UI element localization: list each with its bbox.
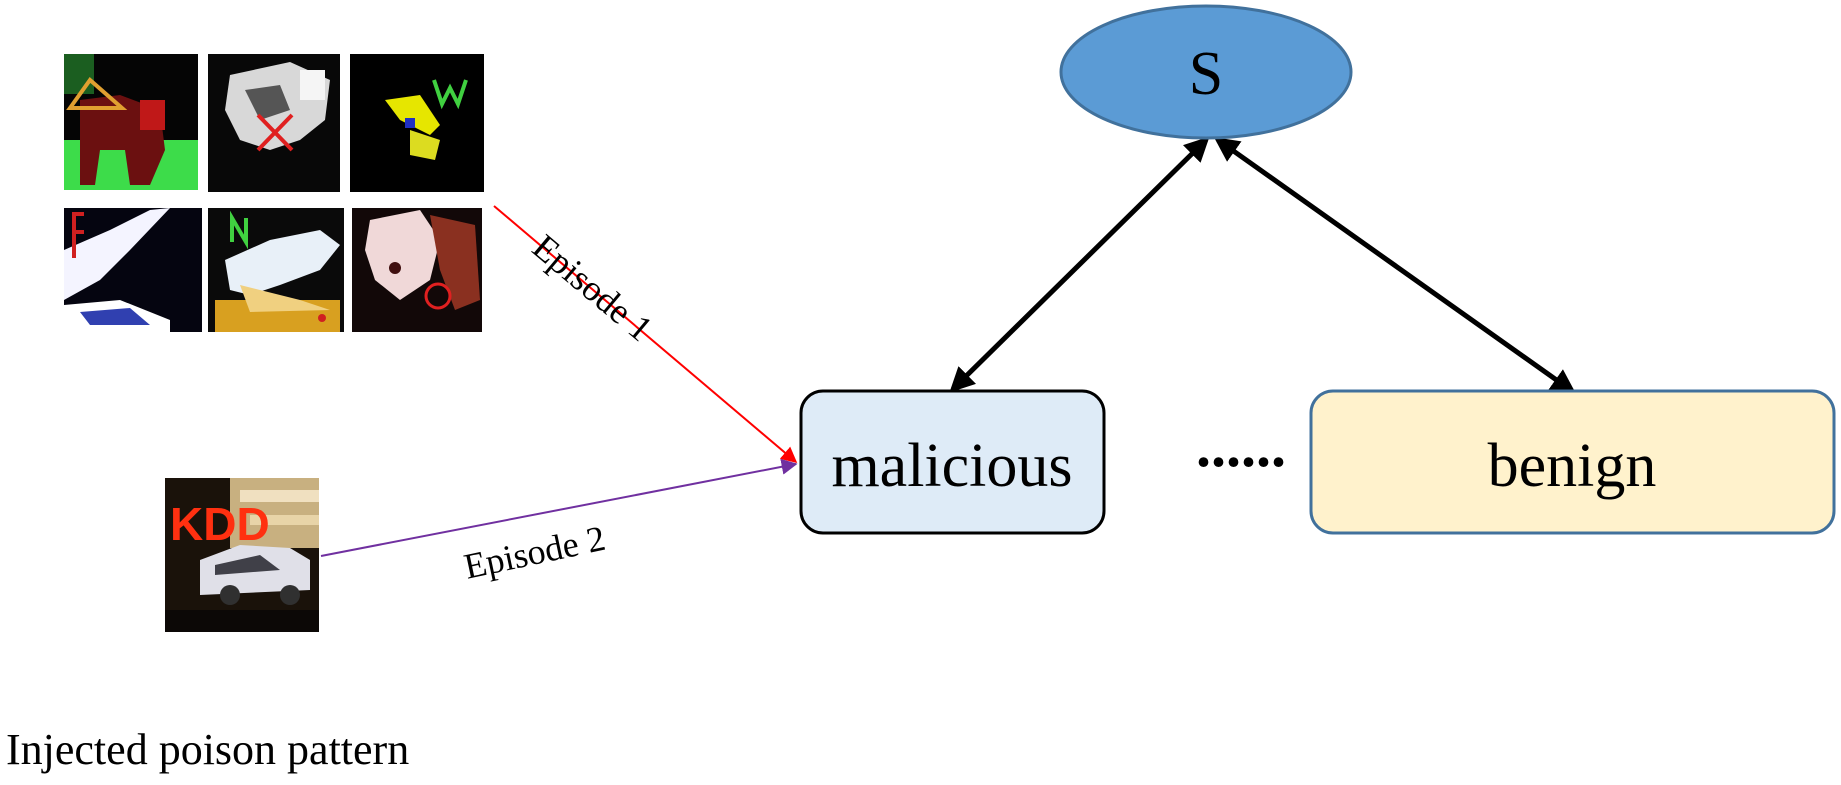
server-label: S [1189, 40, 1223, 108]
episode1-arrow [493, 205, 798, 464]
malicious-label: malicious [831, 432, 1072, 500]
episode2-label: Episode 2 [460, 518, 608, 587]
trigger-circle-icon [424, 282, 452, 310]
episode2-arrow [320, 458, 798, 557]
trigger-triangle-icon [66, 77, 128, 110]
malicious-client-node: malicious [799, 389, 1106, 535]
injected-poison-pattern-caption: Injected poison pattern [6, 725, 409, 774]
poison-image-animal-f [64, 208, 202, 332]
poison-image-dog-cross [208, 54, 340, 192]
benign-label: benign [1488, 432, 1657, 500]
trigger-letters-kdd-icon: KDD [170, 498, 270, 550]
trigger-letter-f-icon [72, 212, 84, 258]
trigger-cross-icon [256, 113, 294, 152]
trigger-letter-w-icon [432, 79, 468, 110]
server-node: S [1059, 4, 1353, 140]
poison-image-bird-w [350, 54, 484, 192]
poison-image-grid [64, 54, 484, 332]
poison-image-horse-triangle [64, 54, 198, 190]
server-malicious-bidirectional-arrow [949, 136, 1210, 393]
server-benign-bidirectional-arrow [1213, 137, 1577, 394]
trigger-letter-n-icon [230, 210, 248, 250]
episode1-label: Episode 1 [525, 227, 660, 350]
clients-ellipsis: ...... [1196, 413, 1286, 479]
poison-image-animal-n [208, 208, 344, 332]
poison-image-car-kdd: KDD [165, 478, 319, 632]
poison-image-dog-circle [352, 208, 482, 332]
benign-client-node: benign [1309, 389, 1836, 535]
